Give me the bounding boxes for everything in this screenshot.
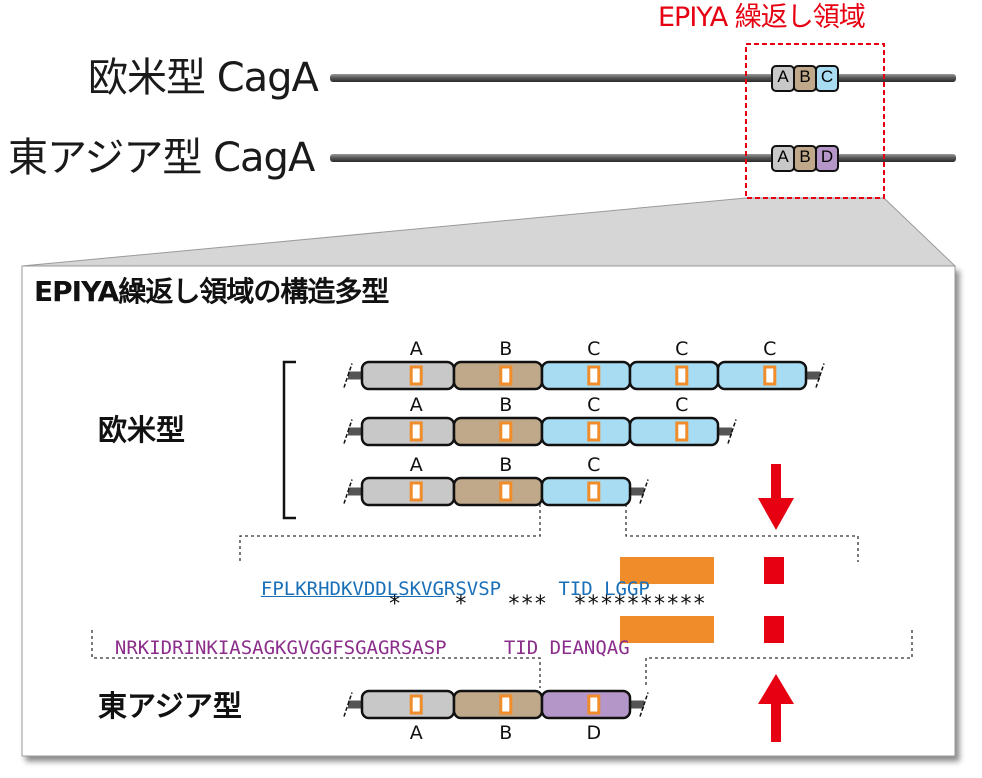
epiya-motif-marker xyxy=(409,481,423,502)
eastasian-overview-segments xyxy=(771,145,839,172)
segment-letter: A xyxy=(409,338,423,360)
eastasian-epiya-highlight xyxy=(620,616,714,643)
segment-letter: C xyxy=(675,394,689,416)
segment-letter: B xyxy=(499,454,513,476)
epiya-region-title: EPIYA 繰返し領域 xyxy=(658,2,866,33)
segment-B xyxy=(452,360,544,391)
epiya-motif-marker xyxy=(499,694,513,715)
segment-A xyxy=(360,416,456,447)
eastasian-seq-prefix: NRKIDRINKIASAGKGVGGFSGAGRSASP xyxy=(114,637,447,659)
western-overview-segments xyxy=(771,65,839,92)
segment-letter: D xyxy=(586,722,602,744)
epiya-motif-marker xyxy=(499,421,513,442)
red-arrow-up-icon xyxy=(758,674,794,742)
conservation-stars: * * *** ********** xyxy=(388,592,706,617)
break-mark xyxy=(343,479,353,504)
segment-C xyxy=(540,360,632,391)
western-seq-prefix: FPLKRHDKVDDLSKVG xyxy=(260,578,444,600)
western-group-label: 欧米型 xyxy=(98,413,186,447)
epiya-motif-marker xyxy=(763,365,777,386)
epiya-motif-marker xyxy=(499,365,513,386)
break-mark xyxy=(815,363,825,388)
break-mark xyxy=(343,419,353,444)
eastasian-overview-letters: A B D xyxy=(772,147,838,171)
segment-A xyxy=(360,476,456,507)
break-mark xyxy=(639,692,649,717)
overview-letter: A xyxy=(777,67,789,86)
panel-title: EPIYA繰返し領域の構造多型 xyxy=(34,275,389,308)
epiya-motif-marker xyxy=(409,365,423,386)
epiya-motif-marker xyxy=(675,421,689,442)
overview-letter: D xyxy=(820,147,834,166)
eastasian-group-label: 東アジア型 xyxy=(98,689,242,723)
segment-A xyxy=(360,689,456,720)
epiya-motif-marker xyxy=(587,481,601,502)
epiya-motif-marker xyxy=(587,694,601,715)
western-bracket xyxy=(282,360,296,520)
segment-letter: C xyxy=(763,338,777,360)
western-seq-epiya: EPIYA xyxy=(501,578,559,600)
western-seq-after: TID xyxy=(558,578,593,600)
break-mark xyxy=(727,419,737,444)
segment-C xyxy=(540,416,632,447)
detail-panel xyxy=(21,265,956,757)
red-arrow-down-icon xyxy=(758,464,794,530)
segment-letter: C xyxy=(587,338,601,360)
epiya-motif-marker xyxy=(675,365,689,386)
segment-letter: B xyxy=(499,722,513,744)
overview-segment-D xyxy=(815,145,839,172)
epiya-motif-marker xyxy=(587,421,601,442)
segment-A xyxy=(360,360,456,391)
eastasian-seq-epiya: EPIYA xyxy=(446,637,504,659)
western-epiya-highlight xyxy=(620,557,714,584)
segment-letter: A xyxy=(409,722,423,744)
segment-letter: B xyxy=(499,338,513,360)
eastasian-sequence: NRKIDRINKIASAGKGVGGFSGAGRSASPEPIYATIDFDE… xyxy=(92,620,630,658)
overview-letter: B xyxy=(799,67,811,86)
overview-segment-C xyxy=(815,65,839,92)
epiya-motif-marker xyxy=(409,421,423,442)
western-sequence: FPLKRHDKVDDLSKVGRSVSPEPIYATIDDLGGP xyxy=(238,561,650,599)
segment-letter: B xyxy=(499,394,513,416)
western-cagA-label: 欧米型 CagA xyxy=(88,55,319,101)
break-mark xyxy=(343,363,353,388)
western-seq-suffix: LGGP xyxy=(604,578,650,600)
overview-letter: B xyxy=(799,147,811,166)
segment-D xyxy=(540,689,632,720)
segment-letter: A xyxy=(409,394,423,416)
segment-B xyxy=(452,416,544,447)
overview-letter: A xyxy=(777,147,789,166)
western-seq-variant: D xyxy=(592,578,605,600)
eastasian-seq-suffix: DEANQAG xyxy=(549,637,630,659)
western-variant-highlight xyxy=(764,557,784,584)
eastasian-seq-variant: F xyxy=(538,637,550,659)
epiya-motif-marker xyxy=(587,365,601,386)
western-overview-letters: A B C xyxy=(772,67,838,91)
eastasian-cagA-label: 東アジア型 CagA xyxy=(8,135,315,181)
break-mark xyxy=(343,692,353,717)
segment-C xyxy=(628,416,720,447)
eastasian-variant-highlight xyxy=(764,616,784,643)
segment-B xyxy=(452,689,544,720)
eastasian-zoom-lines xyxy=(91,630,913,688)
segment-letter: C xyxy=(587,394,601,416)
segment-letter: A xyxy=(409,454,423,476)
segment-letter: C xyxy=(675,338,689,360)
segment-C xyxy=(540,476,632,507)
epiya-motif-marker xyxy=(409,694,423,715)
segment-C xyxy=(716,360,808,391)
western-zoom-lines xyxy=(239,504,859,562)
segment-letter: C xyxy=(587,454,601,476)
eastasian-seq-after: TID xyxy=(503,637,539,659)
epiya-region-box xyxy=(745,43,885,199)
break-mark xyxy=(639,479,649,504)
western-seq-mid: RSVSP xyxy=(443,578,502,600)
overview-letter: C xyxy=(820,67,834,86)
segment-B xyxy=(452,476,544,507)
segment-C xyxy=(628,360,720,391)
epiya-motif-marker xyxy=(499,481,513,502)
